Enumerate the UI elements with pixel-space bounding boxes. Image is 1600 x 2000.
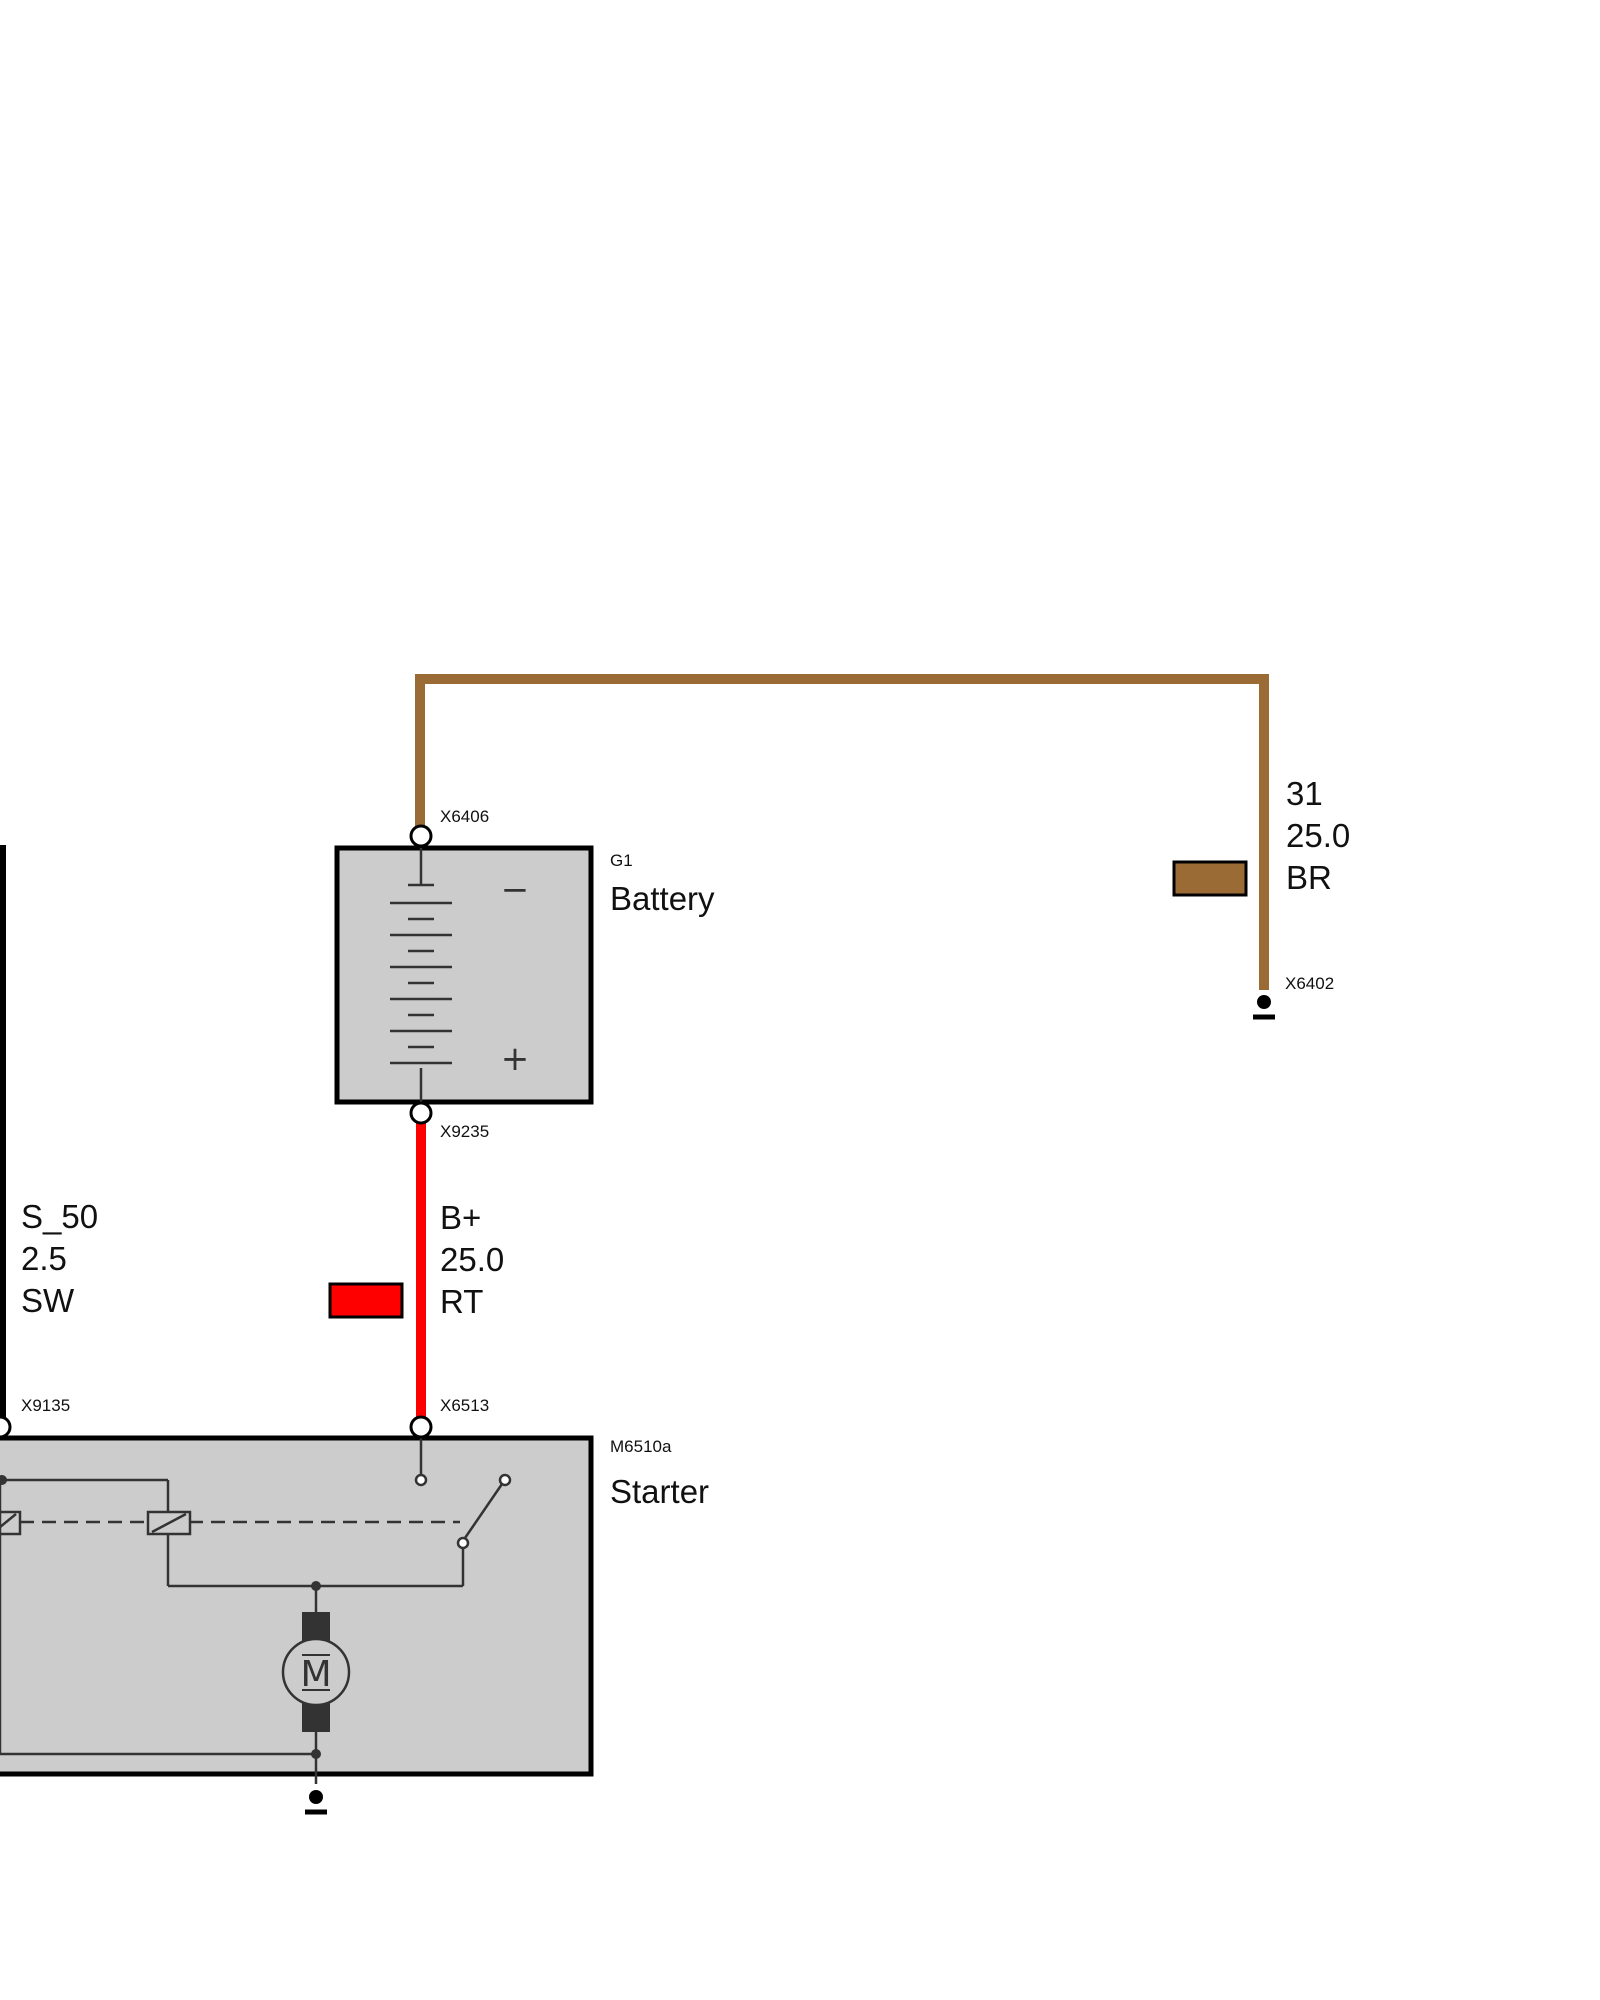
wire-s50-gauge: 2.5 [21,1240,67,1277]
battery-id: G1 [610,851,633,870]
wire-positive-color-code: RT [440,1283,483,1320]
wire-positive-color-swatch [328,1282,404,1319]
starter-name: Starter [610,1473,709,1510]
wire-positive-gauge: 25.0 [440,1241,504,1278]
connector-x9235-pin[interactable] [409,1101,433,1125]
wire-positive-signal: B+ [440,1199,481,1236]
starter-component[interactable]: M [0,1435,594,1784]
ground-terminal-x6402 [1253,995,1275,1020]
battery-plus-symbol: + [501,1039,530,1079]
connector-label-x6402: X6402 [1285,974,1334,993]
connector-label-x6513: X6513 [440,1396,489,1415]
junction-dot [311,1581,321,1591]
wire-ground-gauge: 25.0 [1286,817,1350,854]
starter-id: M6510a [610,1437,672,1456]
connector-label-x9135: X9135 [21,1396,70,1415]
battery-name: Battery [610,880,715,917]
wire-ground-signal: 31 [1286,775,1323,812]
connector-x6513-pin[interactable] [409,1415,433,1439]
wire-s50-signal: S_50 [21,1198,98,1235]
motor-symbol: M [300,1654,331,1695]
wire-ground[interactable] [415,674,1269,990]
connector-x9135-pin[interactable] [0,1415,12,1439]
connector-label-x9235: X9235 [440,1122,489,1141]
connector-x6406-pin[interactable] [409,824,433,848]
wire-s50-color-code: SW [21,1282,75,1319]
battery-cells-icon [390,883,452,1065]
wire-ground-color-code: BR [1286,859,1332,896]
battery-minus-symbol: − [501,870,530,910]
motor-icon: M [281,1612,351,1732]
junction-dot [0,1475,7,1485]
junction-dot [311,1749,321,1759]
connector-label-x6406: X6406 [440,807,489,826]
ground-terminal-starter [305,1790,327,1815]
battery-component[interactable]: − + [334,845,594,1105]
wire-ground-color-swatch [1172,860,1248,897]
